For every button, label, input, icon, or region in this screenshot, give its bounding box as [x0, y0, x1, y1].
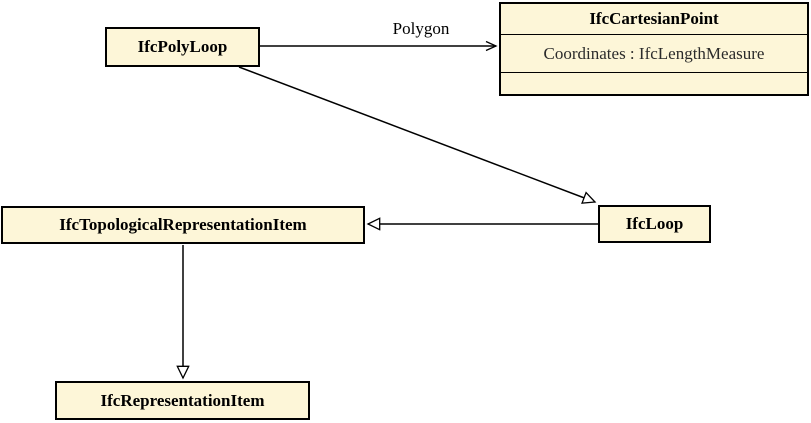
class-node-ifccartesianpoint[interactable]: IfcCartesianPoint Coordinates : IfcLengt…: [499, 2, 809, 96]
class-node-ifctopologicalrepresentationitem-label: IfcTopologicalRepresentationItem: [59, 215, 307, 234]
edge-polyloop-inherits-loop: [238, 66, 595, 202]
class-node-ifctopologicalrepresentationitem[interactable]: IfcTopologicalRepresentationItem: [1, 206, 365, 244]
class-node-ifcpolyloop[interactable]: IfcPolyLoop: [105, 27, 260, 67]
class-node-ifcloop-label: IfcLoop: [625, 214, 684, 233]
class-node-ifccartesianpoint-label: IfcCartesianPoint: [589, 9, 719, 28]
edge-label-polygon: Polygon: [392, 19, 450, 38]
class-node-ifccartesianpoint-attribute: Coordinates : IfcLengthMeasure: [543, 43, 765, 63]
class-node-ifcpolyloop-label: IfcPolyLoop: [137, 37, 228, 56]
class-node-ifcrepresentationitem-label: IfcRepresentationItem: [100, 390, 265, 410]
class-node-ifccartesianpoint-operations-compartment: [501, 72, 807, 94]
class-node-ifcloop[interactable]: IfcLoop: [598, 205, 711, 243]
class-node-ifccartesianpoint-attributes-compartment: Coordinates : IfcLengthMeasure: [501, 34, 807, 72]
class-node-ifcrepresentationitem[interactable]: IfcRepresentationItem: [55, 381, 310, 420]
class-node-ifccartesianpoint-title-compartment: IfcCartesianPoint: [501, 4, 807, 34]
